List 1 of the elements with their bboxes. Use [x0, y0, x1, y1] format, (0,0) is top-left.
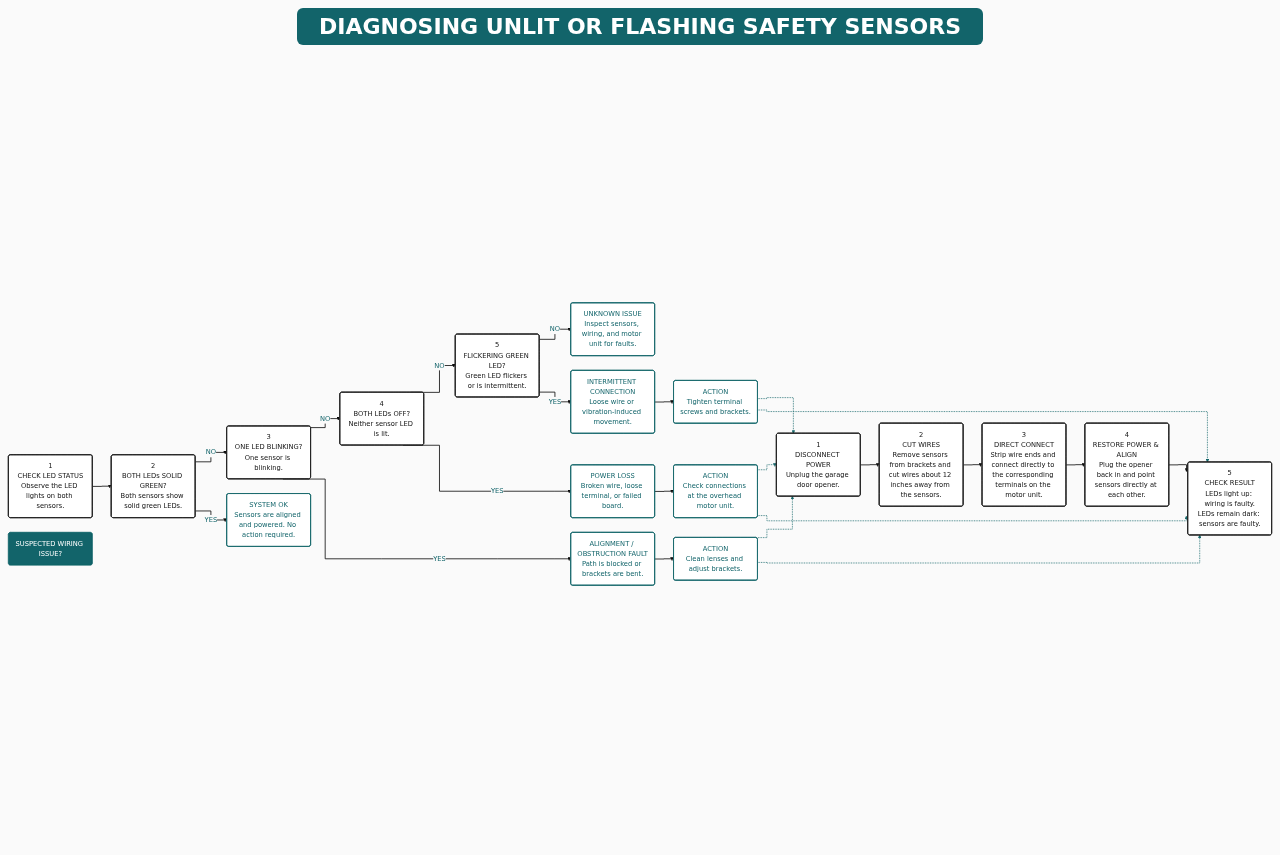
- title-banner: DIAGNOSING UNLIT OR FLASHING SAFETY SENSORS: [296, 8, 983, 45]
